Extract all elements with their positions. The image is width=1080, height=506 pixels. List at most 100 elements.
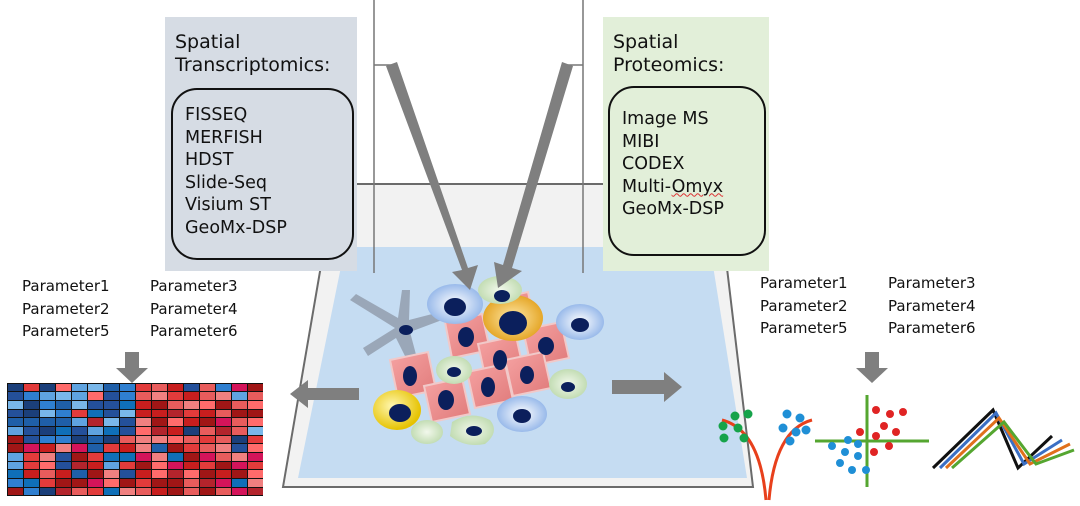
- method-item-part: Multi-: [622, 176, 672, 197]
- heatmap-cell: [231, 470, 247, 479]
- heatmap-cell: [55, 479, 71, 487]
- heatmap-cell: [231, 444, 247, 453]
- line-profile-plot: [931, 407, 1075, 471]
- heatmap-cell: [183, 426, 199, 435]
- heatmap-cell: [39, 487, 55, 496]
- heatmap-cell: [23, 383, 39, 392]
- heatmap-cell: [199, 426, 215, 435]
- heatmap-cell: [183, 383, 199, 392]
- heatmap-cell: [151, 400, 167, 409]
- heatmap-cell: [7, 426, 23, 435]
- heatmap-cell: [55, 444, 71, 453]
- heatmap-cell: [167, 435, 183, 444]
- heatmap-cell: [247, 400, 263, 409]
- heatmap-cell: [215, 453, 231, 461]
- heatmap-cell: [231, 487, 247, 496]
- stellate-cell: [350, 290, 442, 366]
- method-list-box: FISSEQ MERFISH HDST Slide-Seq Visium ST …: [171, 88, 354, 260]
- heatmap-cell: [87, 444, 103, 453]
- heatmap-cell: [55, 453, 71, 461]
- heatmap-cell: [167, 418, 183, 426]
- heatmap-cell: [39, 418, 55, 426]
- heatmap-cell: [119, 444, 135, 453]
- heatmap-cell: [151, 470, 167, 479]
- panel-title: Spatial Proteomics:: [613, 31, 724, 77]
- heatmap-cell: [23, 461, 39, 470]
- heatmap-cell: [71, 487, 87, 496]
- panel-title: Spatial Transcriptomics:: [175, 31, 330, 77]
- spatial-proteomics-panel: Spatial Proteomics: Image MS MIBI CODEX …: [603, 17, 769, 271]
- heatmap-cell: [167, 392, 183, 400]
- heatmap-cell: [39, 426, 55, 435]
- heatmap-cell: [151, 418, 167, 426]
- param-label: Parameter4: [888, 296, 976, 315]
- heatmap-cell: [119, 470, 135, 479]
- heatmap-cell: [55, 392, 71, 400]
- spatial-transcriptomics-panel: Spatial Transcriptomics: FISSEQ MERFISH …: [165, 17, 357, 271]
- heatmap-cell: [87, 418, 103, 426]
- heatmap-cell: [87, 383, 103, 392]
- method-item: FISSEQ: [185, 105, 248, 125]
- heatmap-cell: [247, 444, 263, 453]
- heatmap-cell: [247, 392, 263, 400]
- heatmap-cell: [215, 479, 231, 487]
- heatmap-cell: [71, 453, 87, 461]
- right-params-col2: Parameter3 Parameter4 Parameter6: [888, 272, 976, 340]
- heatmap-cell: [39, 409, 55, 418]
- heatmap-cell: [151, 409, 167, 418]
- heatmap-cell: [135, 383, 151, 392]
- heatmap-cell: [55, 383, 71, 392]
- left-output-arrow: [290, 380, 359, 408]
- heatmap-cell: [55, 409, 71, 418]
- heatmap-cell: [215, 418, 231, 426]
- heatmap-cell: [135, 470, 151, 479]
- left-params-col2: Parameter3 Parameter4 Parameter6: [150, 275, 238, 343]
- heatmap-cell: [23, 453, 39, 461]
- heatmap-cell: [247, 418, 263, 426]
- method-item: GeoMx-DSP: [185, 217, 287, 238]
- heatmap-cell: [39, 479, 55, 487]
- heatmap-cell: [215, 461, 231, 470]
- heatmap-cell: [7, 479, 23, 487]
- heatmap-cell: [215, 392, 231, 400]
- heatmap-cell: [167, 409, 183, 418]
- heatmap-cell: [7, 444, 23, 453]
- heatmap-cell: [247, 409, 263, 418]
- heatmap-cell: [39, 461, 55, 470]
- title-line: Spatial: [613, 31, 679, 53]
- heatmap-cell: [23, 479, 39, 487]
- heatmap-cell: [215, 435, 231, 444]
- title-line: Proteomics:: [613, 54, 725, 76]
- param-label: Parameter1: [760, 274, 848, 292]
- heatmap-cell: [71, 444, 87, 453]
- expression-heatmap: [7, 383, 263, 496]
- heatmap-cell: [247, 479, 263, 487]
- heatmap-cell: [183, 418, 199, 426]
- heatmap-cell: [71, 400, 87, 409]
- heatmap-cell: [71, 461, 87, 470]
- param-label: Parameter3: [888, 274, 976, 292]
- method-item: MERFISH: [185, 127, 263, 148]
- heatmap-cell: [199, 470, 215, 479]
- heatmap-cell: [87, 392, 103, 400]
- heatmap-cell: [135, 444, 151, 453]
- heatmap-cell: [247, 487, 263, 496]
- heatmap-cell: [231, 409, 247, 418]
- heatmap-cell: [135, 461, 151, 470]
- heatmap-cell: [119, 461, 135, 470]
- heatmap-cell: [231, 418, 247, 426]
- heatmap-cell: [23, 487, 39, 496]
- method-item: GeoMx-DSP: [622, 199, 724, 219]
- param-label: Parameter3: [150, 277, 238, 295]
- heatmap-cell: [39, 435, 55, 444]
- heatmap-cell: [151, 392, 167, 400]
- heatmap-cell: [119, 435, 135, 444]
- heatmap-cell: [71, 392, 87, 400]
- heatmap-cell: [167, 487, 183, 496]
- heatmap-cell: [167, 400, 183, 409]
- left-down-arrow: [116, 352, 148, 383]
- blue-cells: [427, 284, 604, 432]
- heatmap-cell: [103, 409, 119, 418]
- heatmap-cell: [247, 461, 263, 470]
- heatmap-cell: [215, 383, 231, 392]
